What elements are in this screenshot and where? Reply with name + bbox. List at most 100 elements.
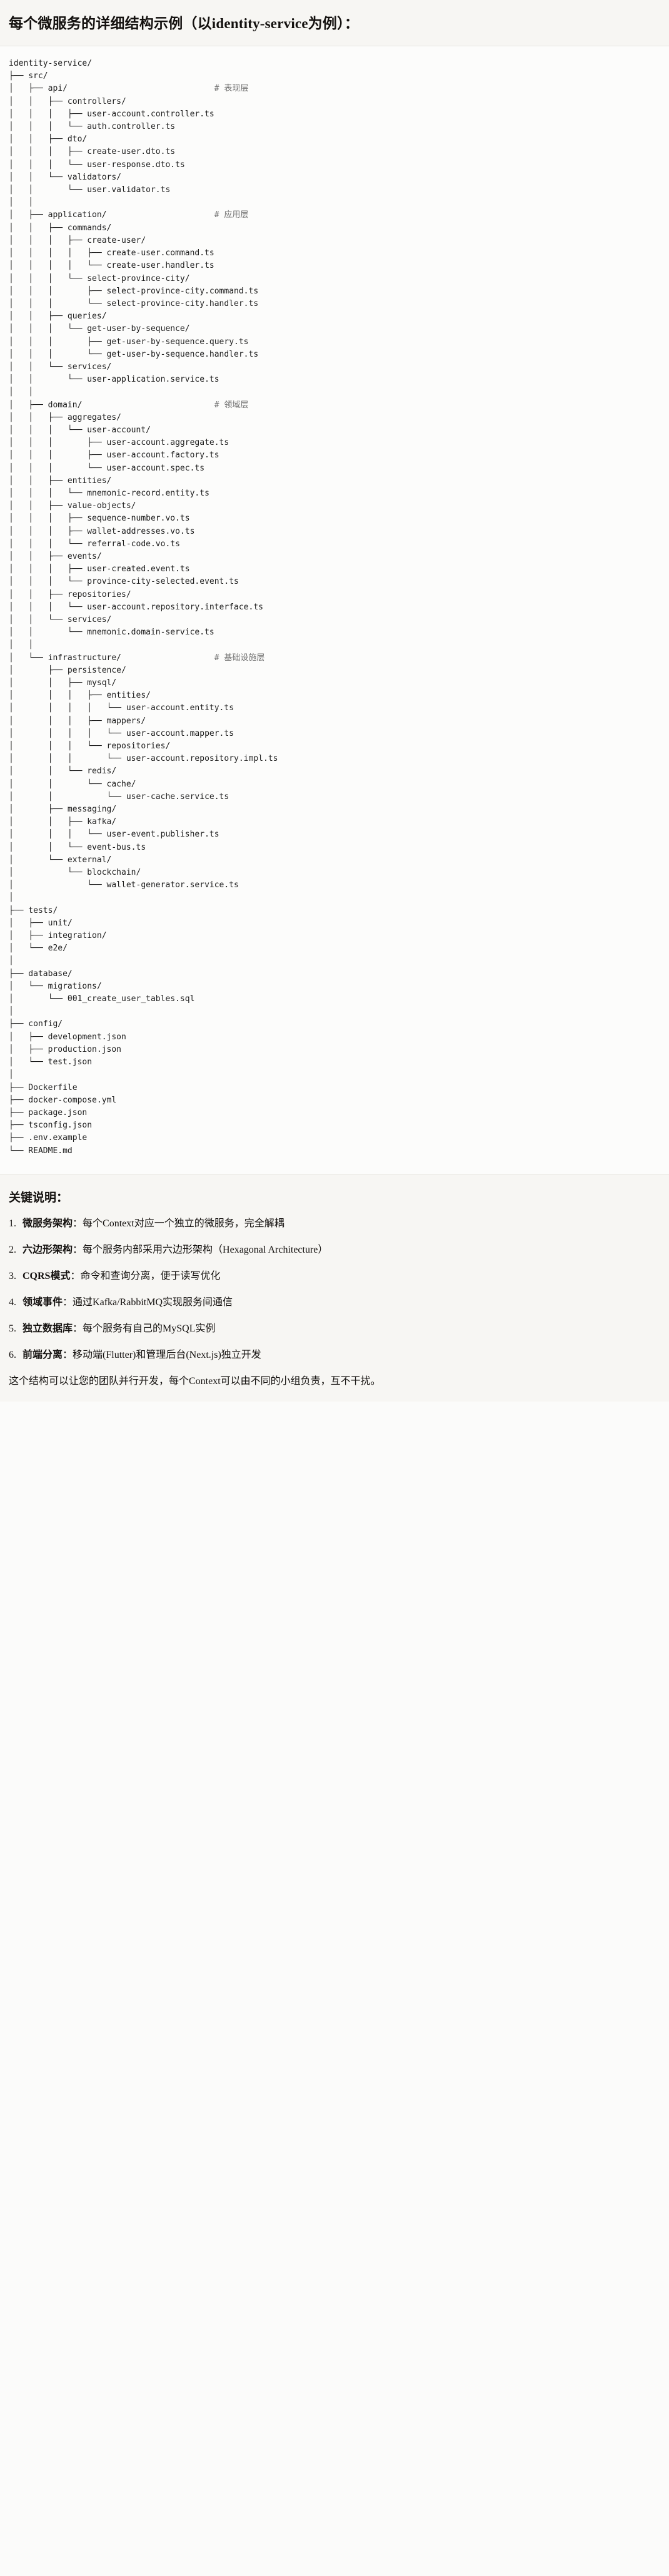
- key-note-term: 领域事件: [23, 1296, 63, 1308]
- key-note-separator: ：: [63, 1349, 73, 1360]
- tree-line: │ ├── development.json: [9, 1032, 126, 1042]
- tree-line: │ │ │ ├── get-user-by-sequence.query.ts: [9, 337, 249, 347]
- tree-line: │ │ │ ├── user-account.controller.ts: [9, 109, 214, 119]
- directory-tree: identity-service/ ├── src/ │ ├── api/ # …: [9, 58, 660, 1158]
- tree-line: │ │ │ │ └── create-user.handler.ts: [9, 261, 214, 271]
- tree-line: │ │: [9, 640, 34, 650]
- tree-line: │ │ └── services/: [9, 362, 112, 372]
- tree-line: ├── .env.example: [9, 1133, 88, 1143]
- key-note-item: 前端分离：移动端(Flutter)和管理后台(Next.js)独立开发: [9, 1348, 660, 1363]
- tree-line: │ │ │ ├── create-user/: [9, 235, 146, 245]
- tree-line: │ │ ├── entities/: [9, 476, 112, 486]
- tree-line: │ │ │ └── user-account/: [9, 425, 151, 435]
- tree-line: │ │ ├── events/: [9, 551, 102, 561]
- tree-line: │ │ └── mnemonic.domain-service.ts: [9, 628, 214, 638]
- tree-line: │ │ │ └── user-response.dto.ts: [9, 160, 185, 170]
- page-title: 每个微服务的详细结构示例（以identity-service为例）：: [9, 16, 360, 31]
- page-root: 每个微服务的详细结构示例（以identity-service为例）： ident…: [0, 0, 669, 1402]
- key-note-term: 前端分离: [23, 1349, 63, 1360]
- tree-line: │ └── blockchain/: [9, 868, 141, 878]
- key-note-item: 六边形架构：每个服务内部采用六边形架构（Hexagonal Architectu…: [9, 1243, 660, 1258]
- tree-line: │ │ │ └── user-event.publisher.ts: [9, 830, 219, 840]
- tree-line: │ │ │ └── select-province-city.handler.t…: [9, 298, 259, 308]
- tree-line: ├── database/: [9, 969, 73, 979]
- tree-line: │ │ └── user.validator.ts: [9, 185, 171, 195]
- tree-line: │ │ │ │ └── user-account.mapper.ts: [9, 728, 234, 738]
- key-note-item: 领域事件：通过Kafka/RabbitMQ实现服务间通信: [9, 1295, 660, 1310]
- tree-line: │ │ │ └── auth.controller.ts: [9, 122, 176, 132]
- tree-line: identity-service/: [9, 59, 93, 69]
- tree-line: │ │ │ ├── user-created.event.ts: [9, 564, 190, 574]
- key-note-text: 每个服务有自己的MySQL实例: [83, 1323, 216, 1334]
- key-note-separator: ：: [73, 1323, 83, 1334]
- tree-line: │ ├── messaging/: [9, 805, 117, 815]
- tree-line: │ │ └── services/: [9, 614, 112, 624]
- tree-line: │ │ │ ├── select-province-city.command.t…: [9, 286, 259, 296]
- tree-line: │ ├── persistence/: [9, 665, 126, 675]
- key-notes-list: 微服务架构：每个Context对应一个独立的微服务，完全解耦六边形架构：每个服务…: [9, 1216, 660, 1363]
- tree-line: │ │ ├── commands/: [9, 223, 112, 233]
- tree-line: │ │ ├── aggregates/: [9, 412, 122, 422]
- tree-line: │ │ │ └── user-account.repository.impl.t…: [9, 754, 278, 764]
- tree-line-comment: # 表现层: [214, 84, 249, 94]
- tree-line: │ └── e2e/: [9, 944, 68, 954]
- tree-line: │ ├── unit/: [9, 918, 73, 928]
- tree-line: │ └── test.json: [9, 1057, 93, 1067]
- key-note-item: CQRS模式：命令和查询分离，便于读写优化: [9, 1269, 660, 1284]
- tree-line: │: [9, 1007, 14, 1017]
- tree-line-comment: # 基础设施层: [214, 653, 265, 663]
- tree-line: ├── package.json: [9, 1107, 88, 1117]
- key-note-term: 六边形架构: [23, 1244, 73, 1255]
- key-note-text: 移动端(Flutter)和管理后台(Next.js)独立开发: [73, 1349, 261, 1360]
- tree-line: │ ├── domain/ # 领域层: [9, 400, 249, 410]
- key-note-term: 独立数据库: [23, 1323, 73, 1334]
- tree-line: │ │ ├── value-objects/: [9, 501, 136, 511]
- key-notes-title: 关键说明：: [9, 1191, 69, 1204]
- tree-line: │ └── wallet-generator.service.ts: [9, 880, 239, 890]
- tree-line: │ ├── production.json: [9, 1044, 122, 1054]
- tree-line: │ │ │ └── get-user-by-sequence.handler.t…: [9, 349, 259, 359]
- key-notes-footer: 这个结构可以让您的团队并行开发，每个Context可以由不同的小组负责，互不干扰…: [9, 1375, 381, 1387]
- tree-line: ├── config/: [9, 1019, 63, 1029]
- tree-line: │ │ │ └── user-account.spec.ts: [9, 463, 205, 473]
- tree-line: │ │ ├── repositories/: [9, 589, 131, 599]
- key-note-term: 微服务架构: [23, 1218, 73, 1229]
- key-note-separator: ：: [63, 1296, 73, 1308]
- tree-line: │ │ │ ├── user-account.aggregate.ts: [9, 438, 229, 448]
- tree-line: │ │ │ │ └── user-account.entity.ts: [9, 703, 234, 713]
- tree-line: │: [9, 956, 14, 966]
- key-note-separator: ：: [70, 1270, 81, 1281]
- tree-line: │ │ │ └── select-province-city/: [9, 273, 190, 283]
- tree-line: │ │ ├── kafka/: [9, 817, 117, 827]
- tree-line: │ │ │ ├── mappers/: [9, 716, 146, 726]
- tree-line: ├── Dockerfile: [9, 1082, 78, 1092]
- tree-line: └── README.md: [9, 1146, 73, 1156]
- tree-line: │ │ │ ├── create-user.dto.ts: [9, 147, 176, 157]
- tree-line: │ ├── api/ # 表现层: [9, 84, 249, 94]
- tree-line: │ │ └── user-cache.service.ts: [9, 792, 229, 802]
- tree-line: │ │ │ ├── entities/: [9, 691, 151, 701]
- tree-line: │ │ ├── controllers/: [9, 96, 126, 106]
- tree-line: │ │ └── redis/: [9, 766, 117, 776]
- tree-line: │ │ │ ├── wallet-addresses.vo.ts: [9, 526, 195, 536]
- tree-line: │ └── 001_create_user_tables.sql: [9, 994, 195, 1004]
- tree-line: │ │ └── cache/: [9, 779, 136, 789]
- tree-line: │ │ │ └── get-user-by-sequence/: [9, 324, 190, 334]
- directory-tree-section: identity-service/ ├── src/ │ ├── api/ # …: [0, 46, 669, 1174]
- tree-line: │ │ └── validators/: [9, 172, 122, 182]
- tree-line: │ │ │ └── referral-code.vo.ts: [9, 539, 180, 549]
- tree-line: │ │ └── event-bus.ts: [9, 842, 146, 852]
- tree-line: │ │ │ ├── user-account.factory.ts: [9, 451, 219, 461]
- tree-line: │ ├── application/ # 应用层: [9, 210, 249, 220]
- tree-line: │ │ │ ├── sequence-number.vo.ts: [9, 514, 190, 524]
- tree-line: ├── src/: [9, 71, 48, 81]
- tree-line-comment: # 领域层: [214, 400, 249, 410]
- tree-line: │ │ ├── mysql/: [9, 678, 117, 688]
- key-note-text: 命令和查询分离，便于读写优化: [80, 1270, 221, 1281]
- tree-line: │: [9, 1070, 14, 1080]
- key-note-item: 微服务架构：每个Context对应一个独立的微服务，完全解耦: [9, 1216, 660, 1231]
- key-note-separator: ：: [73, 1244, 83, 1255]
- tree-line: │ │ ├── queries/: [9, 312, 107, 322]
- tree-line: │ │: [9, 387, 34, 397]
- tree-line: ├── tsconfig.json: [9, 1121, 93, 1131]
